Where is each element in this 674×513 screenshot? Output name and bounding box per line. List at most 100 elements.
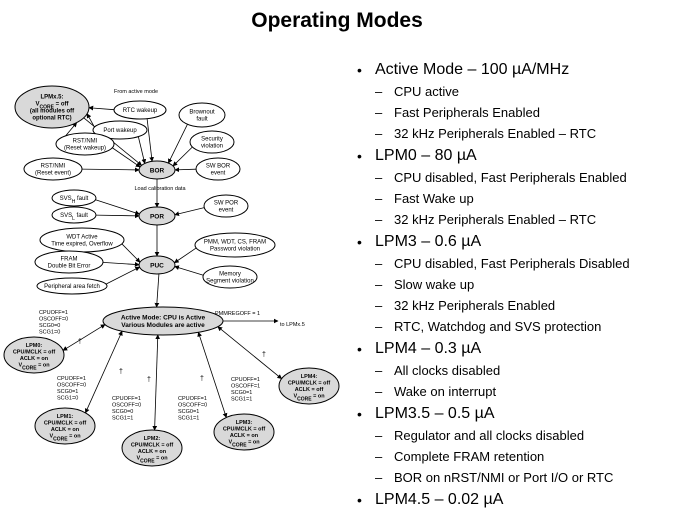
bullet-list: •Active Mode – 100 µA/MHz–CPU active–Fas…: [357, 58, 667, 513]
sub-bullet-label: 32 kHz Peripherals Enabled: [394, 298, 556, 313]
edge-pmm-puc: [173, 247, 197, 264]
security-violation-node: [189, 130, 235, 154]
rtc-wakeup-node-label: RTC wakeup: [123, 108, 158, 114]
bullet-label: LPM4.5 – 0.02 µA: [375, 491, 504, 508]
edge-rtcw-bor: [146, 118, 154, 162]
to-lpmx5-label: to LPMx.5: [280, 322, 305, 328]
sub-bullet-label: CPU disabled, Fast Peripherals Disabled: [394, 256, 630, 271]
interrupt-mark: †: [119, 368, 123, 375]
from-active-mode-label: From active mode: [114, 89, 158, 95]
sub-bullet-item: –Slow wake up: [375, 276, 667, 293]
sub-bullet-item: –32 kHz Peripherals Enabled: [375, 297, 667, 314]
sub-bullet-label: Fast Wake up: [394, 191, 474, 206]
fram-dbe-node: [34, 250, 104, 274]
lpm1-node: [34, 407, 96, 445]
bullet-dot: •: [357, 234, 362, 250]
sub-bullet-item: –Complete FRAM retention: [375, 448, 667, 465]
sub-bullet-dash: –: [375, 428, 383, 443]
bullet-dot: •: [357, 341, 362, 357]
edge-svsl-por: [95, 213, 140, 219]
edge-portw-lpmx5: [86, 113, 95, 128]
edge-active-lpm0: [62, 324, 106, 351]
sub-bullet-item: –Regulator and all clocks disabled: [375, 427, 667, 444]
edge-mem-puc: [174, 265, 204, 276]
rtc-wakeup-node: [113, 100, 167, 120]
puc-node-label: PUC: [150, 262, 164, 269]
bullet-dot: •: [357, 148, 362, 164]
bullet-label: LPM0 – 80 µA: [375, 147, 477, 164]
edge-rstw-lpmx5: [65, 122, 78, 137]
sub-bullet-item: –32 kHz Peripherals Enabled – RTC: [375, 211, 667, 228]
sub-bullet-dash: –: [375, 256, 383, 271]
svsh-fault-node: [51, 189, 97, 207]
sub-bullet-dash: –: [375, 212, 383, 227]
bullet-dot: •: [357, 492, 362, 508]
rst-nmi-reset-event-node: [23, 157, 83, 181]
bullet-item: •LPM4 – 0.3 µA: [357, 339, 667, 359]
rst-nmi-reset-event-node-label: RST/NMI(Reset event): [35, 164, 71, 177]
sub-bullet-dash: –: [375, 384, 383, 399]
bullet-label: LPM3 – 0.6 µA: [375, 233, 482, 250]
sub-bullet-item: –Fast Wake up: [375, 190, 667, 207]
sub-bullet-label: CPU disabled, Fast Peripherals Enabled: [394, 170, 627, 185]
edge-rtcw-lpmx5: [88, 105, 115, 111]
sub-bullet-dash: –: [375, 277, 383, 292]
sub-bullet-label: Fast Peripherals Enabled: [394, 105, 540, 120]
interrupt-mark: †: [200, 375, 204, 382]
edge-sec-bor: [172, 146, 193, 167]
rst-nmi-reset-wakeup-node-label: RST/NMI(Reset wakeup): [64, 139, 106, 152]
brownout-fault-node: [178, 102, 226, 128]
sw-bor-event-node: [195, 157, 241, 181]
edge-brown-bor: [168, 124, 188, 164]
bullet-item: • LPM4.5 – 0.02 µA: [357, 490, 667, 510]
lpmx5-node: [14, 85, 90, 129]
edge-puc-active: [154, 273, 160, 308]
sub-bullet-label: All clocks disabled: [394, 363, 501, 378]
interrupt-mark: †: [147, 376, 151, 383]
sub-bullet-dash: –: [375, 363, 383, 378]
edge-fram-puc: [102, 261, 140, 267]
sub-bullet-item: –All clocks disabled: [375, 362, 667, 379]
sub-bullet-dash: –: [375, 470, 383, 485]
bullet-item: •Active Mode – 100 µA/MHz: [357, 60, 667, 80]
bullet-label: LPM3.5 – 0.5 µA: [375, 405, 495, 422]
sub-bullet-dash: –: [375, 298, 383, 313]
sub-bullet-label: Complete FRAM retention: [394, 449, 545, 464]
lpm0-node: [3, 336, 65, 374]
svsl-fault-node-label: SVSL fault: [60, 213, 88, 222]
port-wakeup-node: [92, 120, 148, 140]
puc-node: [138, 255, 176, 275]
edge-portw-bor: [137, 136, 147, 164]
slide-title: Operating Modes: [251, 9, 423, 32]
pmm-wdt-node: [194, 232, 276, 258]
bullet-item: • LPM0 – 80 µA: [357, 146, 667, 166]
sub-bullet-item: –Wake on interrupt: [375, 383, 667, 400]
sub-bullet-item: –CPU disabled, Fast Peripherals Disabled: [375, 255, 667, 272]
active-mode-node: [102, 306, 224, 336]
lpm4-node: [278, 367, 340, 405]
sub-bullet-dash: –: [375, 170, 383, 185]
edge-active-lpm3: [197, 331, 228, 419]
edge-active-lpm1: [84, 330, 123, 414]
memory-segment-node: [202, 265, 258, 289]
sub-bullet-label: 32 kHz Peripherals Enabled – RTC: [394, 126, 597, 141]
bor-node-label: BOR: [150, 167, 165, 174]
bullet-dot: •: [357, 406, 362, 422]
lpm2-node: [121, 429, 183, 467]
lpm3-node: [213, 413, 275, 451]
